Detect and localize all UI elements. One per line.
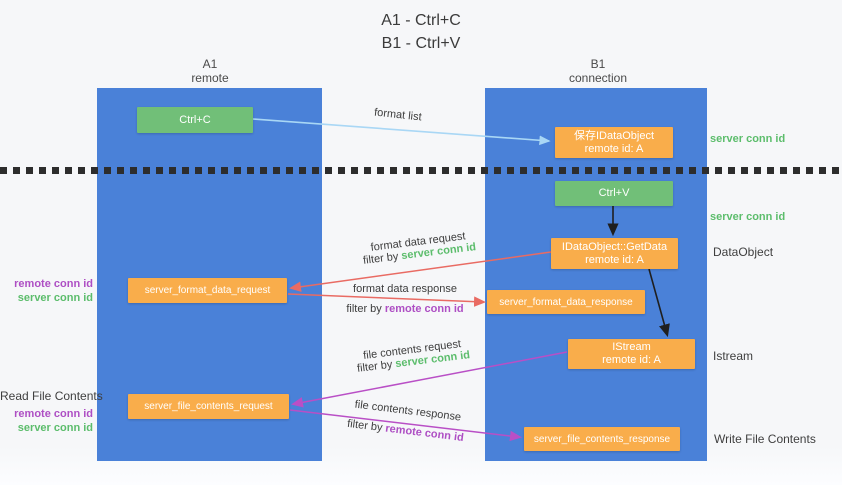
dotted-separator-line (0, 167, 842, 174)
istream-remote-id: remote id: A (602, 354, 661, 366)
node-server-file-contents-request: server_file_contents_request (128, 394, 289, 419)
ctrl-c-label: Ctrl+C (179, 113, 211, 126)
node-ctrl-v: Ctrl+V (555, 181, 673, 206)
column-b1-role: connection (568, 71, 628, 85)
title-line-a1: A1 - Ctrl+C (381, 12, 461, 29)
label-server-conn-id-left-top: server conn id (17, 292, 93, 304)
getdata-remote-id: remote id: A (585, 253, 644, 266)
istream-title: IStream (612, 341, 651, 353)
arrow-format-data-request (289, 251, 552, 292)
node-ctrl-c: Ctrl+C (137, 107, 253, 133)
label-server-conn-id-left-bottom: server conn id (17, 422, 93, 434)
node-server-format-data-response: server_format_data_response (487, 290, 645, 314)
label-remote-conn-id-left-top: remote conn id (14, 278, 93, 290)
column-a1-role: remote (191, 71, 229, 85)
server-format-data-response-label: server_format_data_response (499, 296, 633, 308)
label-remote-conn-id-left-bottom: remote conn id (14, 408, 93, 420)
save-idataobject-remote-id: remote id: A (584, 142, 644, 155)
label-istream: Istream (713, 349, 754, 363)
arrow-format-list (252, 118, 551, 146)
server-file-contents-response-label: server_file_contents_response (533, 433, 671, 445)
label-server-conn-id-top-right: server conn id (710, 133, 786, 145)
label-read-file-contents: Read File Contents (0, 389, 103, 403)
column-b1-id: B1 (590, 57, 606, 71)
filter-by-text: filter by (346, 303, 382, 315)
column-header-b1: B1 connection (528, 57, 668, 85)
label-dataobject: DataObject (713, 245, 774, 259)
server-format-data-request-label: server_format_data_request (144, 285, 271, 296)
node-istream: IStream remote id: A (568, 339, 695, 369)
diagram-title: A1 - Ctrl+C B1 - Ctrl+V (0, 9, 842, 55)
node-save-idataobject: 保存IDataObject remote id: A (555, 127, 673, 158)
column-a1-id: A1 (202, 57, 218, 71)
arrow-getdata-to-istream (648, 268, 670, 338)
node-idataobject-getdata: IDataObject::GetData remote id: A (551, 238, 678, 269)
getdata-title: IDataObject::GetData (561, 240, 668, 253)
arrow-file-contents-response (289, 409, 522, 442)
ctrl-v-label: Ctrl+V (598, 187, 630, 199)
arrow-format-data-response (287, 293, 486, 307)
node-server-file-contents-response: server_file_contents_response (524, 427, 680, 451)
format-data-response-text: format data response (353, 283, 457, 295)
server-file-contents-request-label: server_file_contents_request (144, 401, 273, 412)
title-line-b1: B1 - Ctrl+V (381, 35, 461, 52)
arrow-file-contents-request (291, 351, 568, 408)
remote-conn-id-text: remote conn id (384, 303, 464, 315)
label-write-file-contents: Write File Contents (714, 432, 816, 446)
filter-by-text: filter by (346, 417, 384, 435)
label-server-conn-id-mid-right: server conn id (710, 211, 786, 223)
column-header-a1: A1 remote (140, 57, 280, 85)
node-server-format-data-request: server_format_data_request (128, 278, 287, 303)
save-idataobject-title: 保存IDataObject (573, 129, 655, 142)
